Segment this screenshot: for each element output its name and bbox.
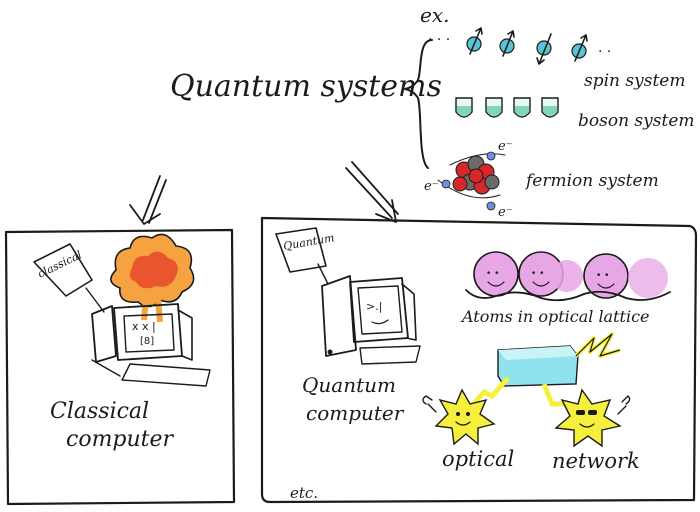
explosion-icon bbox=[110, 233, 195, 323]
quantum-card: Quantum bbox=[275, 227, 335, 285]
ellipsis-right: · · bbox=[598, 44, 611, 60]
spin-ball-icon bbox=[499, 30, 515, 57]
star-face-icon bbox=[422, 388, 496, 446]
quantum-systems-title: Quantum systems bbox=[170, 69, 442, 104]
quantum-label-line2: computer bbox=[306, 401, 405, 425]
svg-text:• •: • • bbox=[596, 271, 609, 281]
laser-icon bbox=[497, 345, 579, 387]
classical-box bbox=[4, 228, 236, 506]
arrow-down-icon bbox=[129, 175, 167, 225]
classical-card: classical bbox=[33, 243, 105, 313]
electron-label: e⁻ bbox=[498, 205, 513, 220]
svg-text:• •: • • bbox=[531, 269, 544, 279]
classical-label-line1: Classical bbox=[50, 399, 149, 424]
screen-face: >.| bbox=[366, 300, 382, 313]
lightning-icon bbox=[468, 376, 566, 410]
fermion-atom-icon: e⁻ e⁻ e⁻ bbox=[424, 139, 513, 220]
network-word: network bbox=[552, 449, 640, 473]
ellipsis-left: · · · bbox=[428, 32, 450, 48]
star-face-icon bbox=[554, 388, 631, 448]
electron-icon bbox=[486, 201, 496, 211]
atom-icon: • • bbox=[473, 251, 519, 297]
atom-icon bbox=[628, 258, 668, 298]
atom-icon: • • bbox=[583, 253, 629, 299]
screen-face: x x | bbox=[132, 320, 156, 333]
computer-icon: >.| bbox=[321, 275, 421, 365]
classical-card-text: classical bbox=[36, 248, 85, 281]
spin-ball-icon bbox=[536, 33, 552, 65]
boson-system-label: boson system bbox=[578, 111, 695, 131]
ex-label: ex. bbox=[420, 3, 449, 27]
computer-icon: x x | [8] bbox=[91, 303, 211, 387]
electron-icon bbox=[441, 179, 451, 189]
spin-ball-icon bbox=[571, 34, 588, 62]
screen-face: [8] bbox=[140, 336, 154, 347]
spin-system-label: spin system bbox=[584, 71, 685, 91]
atoms-lattice-label: Atoms in optical lattice bbox=[460, 307, 650, 326]
brace bbox=[404, 39, 433, 169]
boson-well-icon bbox=[541, 97, 559, 118]
spin-system-icon: · · · · · bbox=[428, 27, 611, 65]
svg-text:• •: • • bbox=[486, 269, 499, 279]
etc-label: etc. bbox=[290, 484, 318, 502]
atom-icon bbox=[551, 260, 583, 292]
electron-label: e⁻ bbox=[498, 139, 513, 154]
optical-word: optical bbox=[442, 447, 514, 471]
electron-label: e⁻ bbox=[424, 179, 439, 194]
classical-label-line2: computer bbox=[66, 427, 175, 452]
atom-icon: • • bbox=[518, 251, 564, 297]
spin-ball-icon bbox=[466, 27, 483, 55]
electron-icon bbox=[486, 151, 496, 161]
lightning-icon bbox=[574, 332, 621, 358]
boson-well-icon bbox=[455, 97, 473, 118]
boson-system-icon bbox=[455, 97, 559, 118]
optical-lattice-icon: • • • • • • bbox=[465, 251, 671, 302]
quantum-box bbox=[260, 216, 698, 504]
boson-well-icon bbox=[513, 97, 531, 118]
arrow-down-icon bbox=[345, 161, 399, 223]
quantum-label-line1: Quantum bbox=[302, 373, 396, 397]
quantum-card-text: Quantum bbox=[282, 231, 335, 253]
boson-well-icon bbox=[485, 97, 503, 118]
fermion-system-label: fermion system bbox=[524, 171, 659, 191]
